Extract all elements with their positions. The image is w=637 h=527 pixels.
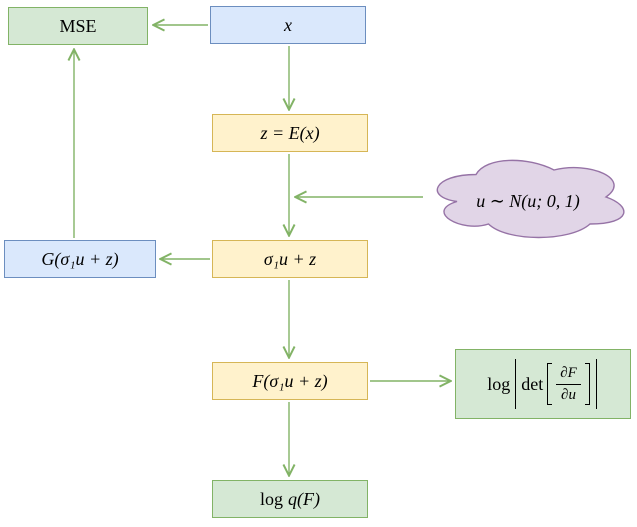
node-log-q-of-f[interactable]: log q(F) xyxy=(212,480,368,518)
node-x-label: x xyxy=(284,14,292,35)
logq-expr-text: q(F) xyxy=(288,488,320,509)
node-mse-label: MSE xyxy=(59,15,97,36)
abs-bar-left xyxy=(515,359,517,409)
node-log-det-jacobian[interactable]: log det ∂F ∂u xyxy=(455,349,631,419)
jacobian-fraction: ∂F ∂u xyxy=(556,364,581,405)
node-sigma-u-plus-z[interactable]: σ₁u + z xyxy=(212,240,368,278)
bracket-right xyxy=(584,363,590,405)
node-noise-cloud[interactable]: u ∼ N(u; 0, 1) xyxy=(424,152,632,242)
node-noise-label: u ∼ N(u; 0, 1) xyxy=(476,190,580,211)
node-x[interactable]: x xyxy=(210,6,366,44)
node-sigma-label: σ₁u + z xyxy=(263,248,317,269)
fraction-numerator: ∂F xyxy=(556,364,581,385)
node-z-equals-ex[interactable]: z = E(x) xyxy=(212,114,368,152)
node-g-label: G(σ₁u + z) xyxy=(41,248,119,269)
fraction-denominator: ∂u xyxy=(561,386,576,403)
logdet-det-text: det xyxy=(521,373,544,394)
node-mse[interactable]: MSE xyxy=(8,7,148,45)
abs-bar-right xyxy=(595,359,597,409)
node-z-label: z = E(x) xyxy=(260,122,320,143)
logq-log-text: log xyxy=(260,488,284,509)
bracket-left xyxy=(547,363,553,405)
node-f-label: F(σ₁u + z) xyxy=(252,370,328,391)
node-g-of-sigma-u-plus-z[interactable]: G(σ₁u + z) xyxy=(4,240,156,278)
logdet-log-text: log xyxy=(487,373,511,394)
node-f-of-sigma-u-plus-z[interactable]: F(σ₁u + z) xyxy=(212,362,368,400)
cloud-shape xyxy=(436,159,625,239)
